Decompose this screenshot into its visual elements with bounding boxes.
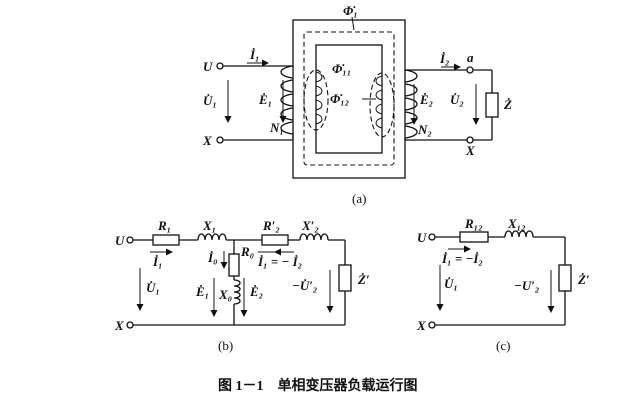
primary-turns-label: N₁ — [269, 120, 284, 135]
secondary-emf-label: Ė₂ — [419, 92, 433, 107]
b-I1-label: İ₁ — [152, 254, 163, 269]
c-I1-eq-label: İ₁ = −İ₂ — [441, 251, 483, 266]
b-terminal-X — [126, 321, 134, 329]
b-R1-label: R₁ — [157, 218, 171, 233]
leakage-flux-2-path — [369, 72, 395, 138]
figure-title: 图 1－1 单相变压器负载运行图 — [218, 377, 418, 394]
primary-emf-label: Ė₁ — [258, 92, 272, 107]
b-E1-label: Ė₁ — [195, 284, 209, 299]
c-R12-label: R₁₂ — [464, 216, 483, 231]
leakage-flux-1-path — [303, 69, 329, 131]
b-load-impedance — [338, 264, 352, 292]
b-R0-resistor — [228, 253, 240, 277]
c-X12-inductor — [504, 230, 534, 238]
b-R2p-label: R′₂ — [262, 218, 280, 233]
b-X2p-inductor — [299, 233, 329, 241]
b-R2p-resistor — [261, 234, 289, 246]
iron-core-outer — [292, 19, 406, 179]
load-impedance — [485, 92, 499, 118]
c-U1-label: U̇₁ — [444, 276, 458, 291]
b-X0-inductor — [233, 279, 241, 305]
b-terminal-U — [126, 236, 134, 244]
c-terminal-X-label: X — [416, 318, 426, 333]
b-I0-label: İ₀ — [207, 250, 218, 265]
c-terminal-X — [428, 321, 436, 329]
panel-b: U X R₁ X₁ R′₂ X′₂ İ₁ R₀ X₀ İ₀ Ė₁ — [114, 218, 370, 353]
terminal-X-label: X — [202, 133, 212, 148]
terminal-a — [466, 66, 474, 74]
c-terminal-U — [428, 233, 436, 241]
b-R0-label: R₀ — [240, 244, 254, 259]
secondary-coil — [375, 69, 418, 139]
panel-a-caption: (a) — [352, 191, 366, 206]
panel-c-caption: (c) — [496, 338, 510, 353]
b-load-label: Ż′ — [357, 272, 370, 287]
terminal-U — [216, 62, 224, 70]
terminal-x-label: X — [465, 143, 475, 158]
b-X0-label: X₀ — [218, 287, 232, 302]
c-R12-resistor — [459, 231, 489, 243]
b-X1-inductor — [197, 233, 227, 241]
leakage-flux-1-label: Φ̇₁₁ — [332, 61, 351, 76]
iron-core-inner — [315, 44, 383, 154]
b-terminal-X-label: X — [114, 318, 124, 333]
primary-current-label: İ₁ — [249, 47, 260, 62]
b-X2p-label: X′₂ — [301, 218, 319, 233]
c-load-label: Ż′ — [577, 272, 590, 287]
b-R1-resistor — [152, 234, 180, 246]
leakage-flux-2-label: Φ̇₁₂ — [330, 91, 349, 106]
main-flux-label: Φ̇₁ — [343, 3, 358, 18]
b-X1-label: X₁ — [202, 218, 216, 233]
c-U2p-label: −U′₂ — [514, 278, 539, 293]
secondary-turns-label: N₂ — [417, 122, 432, 137]
b-U2p-label: −U̇′₂ — [292, 278, 317, 293]
terminal-U-label: U — [203, 59, 213, 74]
panel-a: Φ̇₁ Φ̇₁₁ Φ̇₁₂ İ₁ U X U̇₁ Ė₁ N₁ — [202, 3, 512, 206]
b-U1-label: U̇₁ — [146, 280, 160, 295]
c-load-impedance — [558, 264, 572, 292]
panel-c: U X R₁₂ X₁₂ İ₁ = −İ₂ U̇₁ −U′₂ Ż′ (c) — [416, 216, 590, 353]
secondary-voltage-label: U̇₂ — [450, 92, 464, 107]
c-terminal-U-label: U — [417, 230, 427, 245]
load-impedance-label: Ż — [503, 97, 512, 112]
primary-voltage-label: U̇₁ — [203, 93, 217, 108]
panel-b-caption: (b) — [218, 338, 233, 353]
b-E2-label: Ė₂ — [249, 284, 263, 299]
terminal-X — [216, 136, 224, 144]
b-I1-eq-label: İ₁ = − İ₂ — [257, 254, 302, 269]
c-X12-label: X₁₂ — [507, 216, 526, 231]
primary-coil — [280, 65, 323, 135]
terminal-a-label: a — [467, 50, 474, 65]
b-terminal-U-label: U — [115, 233, 125, 248]
secondary-current-label: İ₂ — [439, 51, 450, 66]
